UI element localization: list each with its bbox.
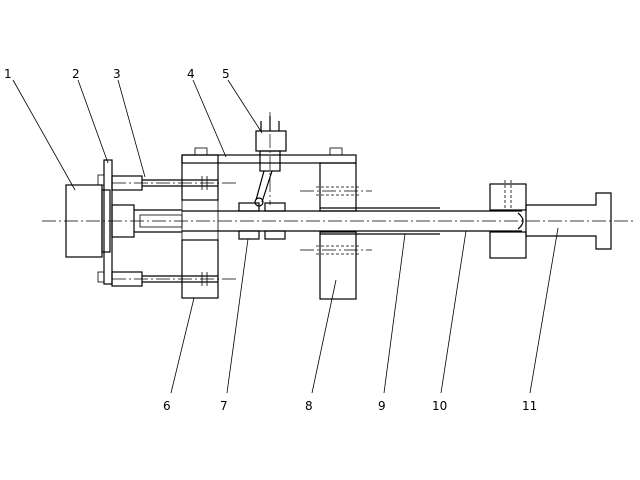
part-10-shaft: [182, 207, 522, 235]
label-part-2: 2: [72, 67, 80, 81]
label-part-11: 11: [522, 399, 537, 413]
label-part-6: 6: [163, 399, 171, 413]
part-4-housing: [181, 147, 357, 164]
label-part-8: 8: [305, 399, 313, 413]
label-part-4: 4: [187, 67, 195, 81]
label-part-10: 10: [432, 399, 447, 413]
label-part-9: 9: [378, 399, 386, 413]
part-3-bolts: [111, 175, 236, 287]
part-number-labels: 1 2 3 4 5 6 7 8 9 10 11: [4, 67, 537, 413]
part-11-end-fitting: [517, 192, 612, 250]
part-1-motor: [65, 184, 111, 258]
label-part-7: 7: [220, 399, 228, 413]
label-part-1: 1: [4, 67, 12, 81]
leader-lines: [12, 79, 559, 394]
label-part-3: 3: [113, 67, 121, 81]
part-5-sensor: [254, 112, 287, 207]
right-bearing-block: [489, 180, 527, 259]
part-8-support: [300, 162, 372, 300]
label-part-5: 5: [222, 67, 230, 81]
